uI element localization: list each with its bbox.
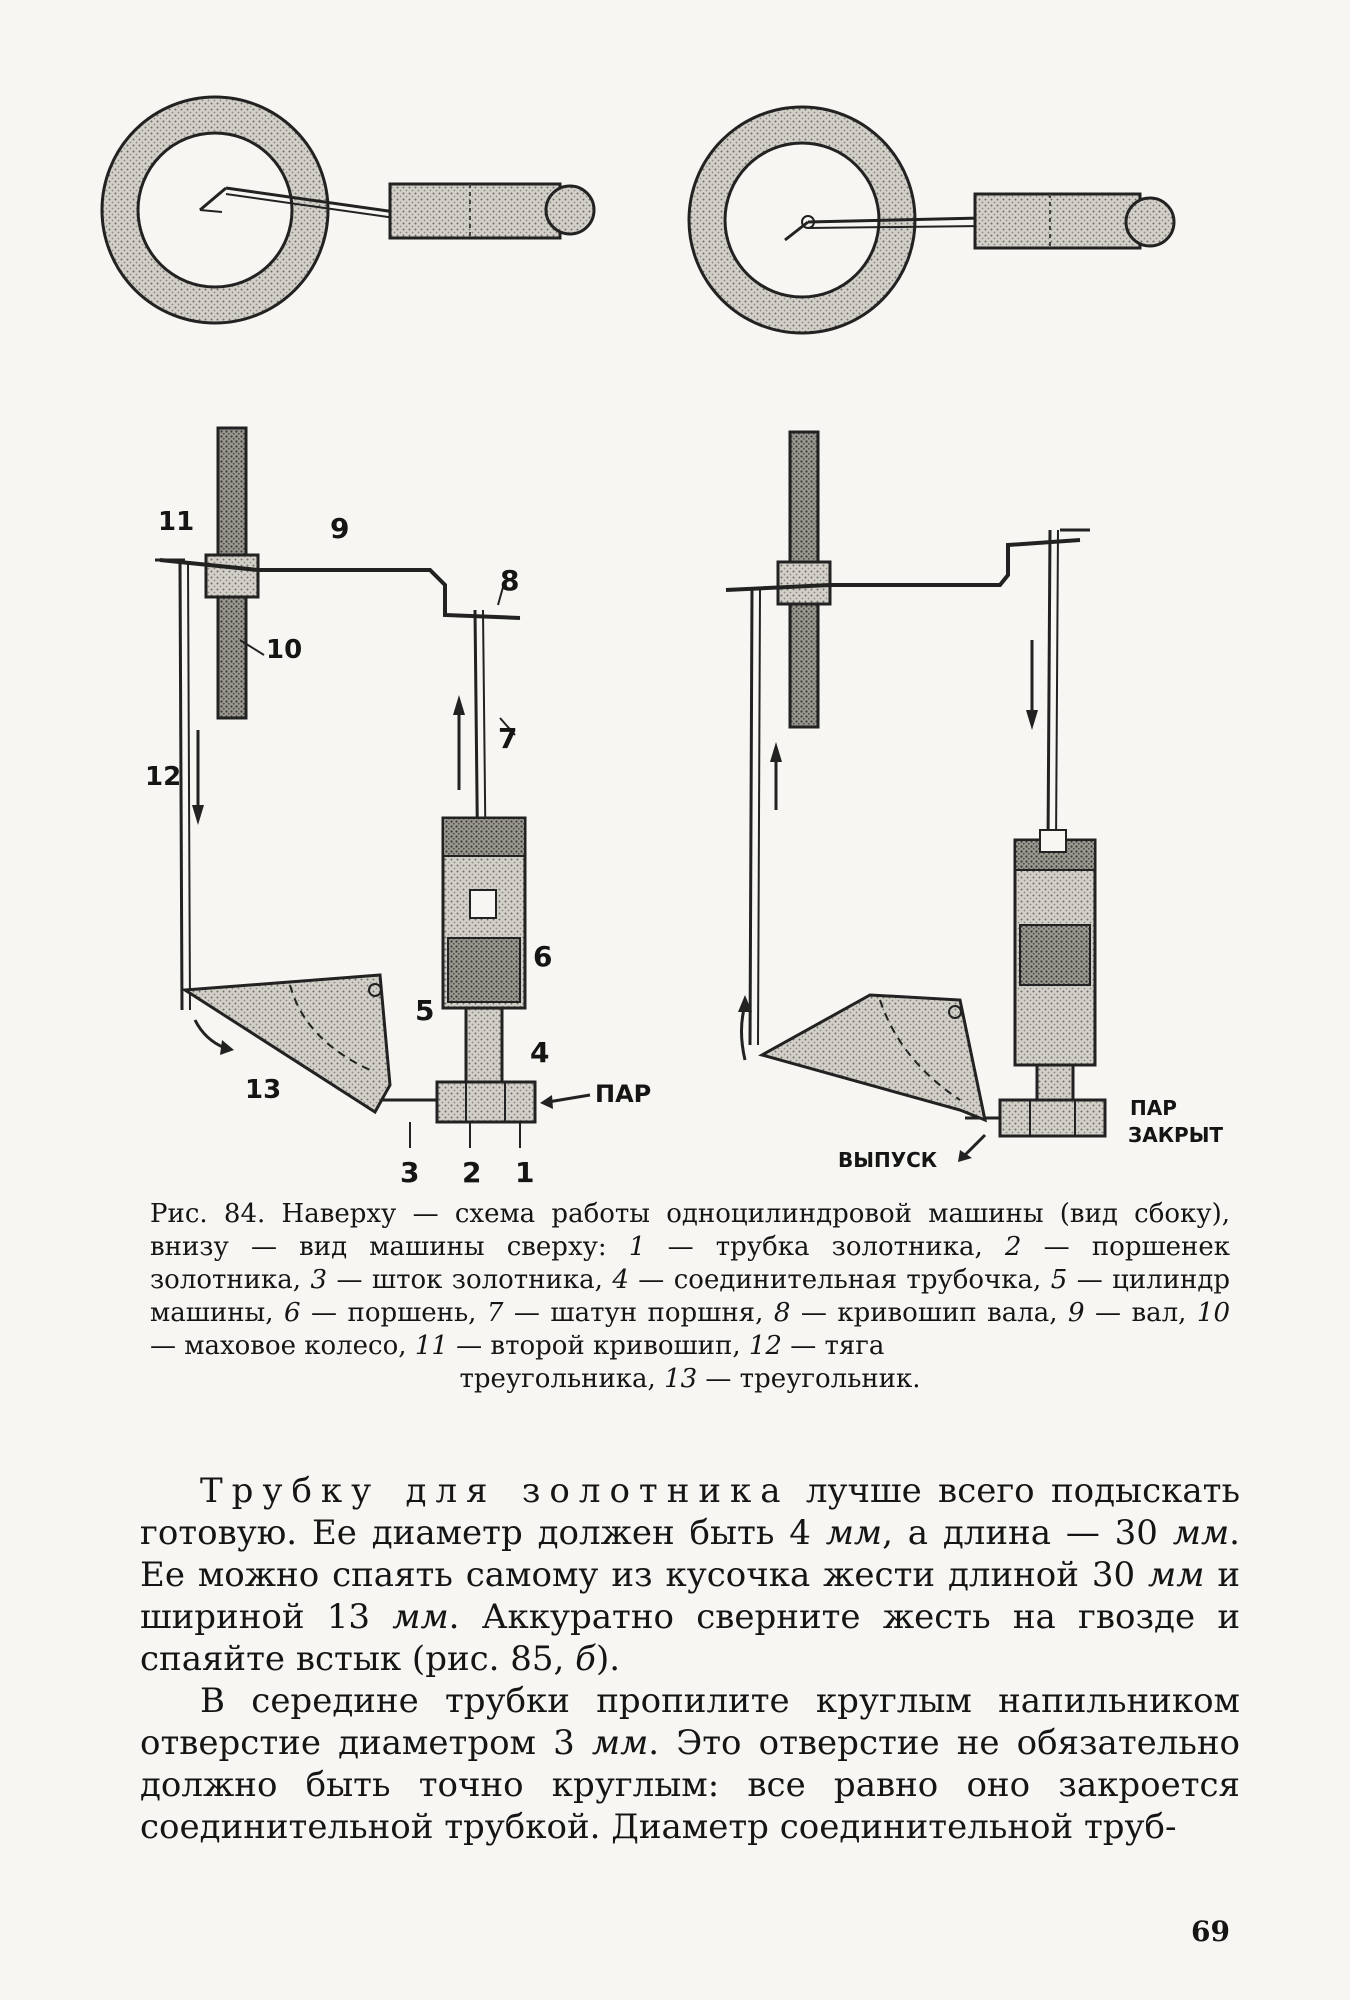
- caption-num: 11: [414, 1331, 448, 1361]
- label-7: 7: [498, 722, 517, 755]
- bottom-left-top-view: [155, 426, 591, 1148]
- text-run: . Аккуратно сверните жесть на гвозде и с…: [140, 1597, 1240, 1679]
- flywheel-hub: [204, 553, 260, 599]
- shaft: [159, 558, 521, 620]
- unit: мм: [1148, 1555, 1205, 1595]
- flywheel-rim: [102, 97, 328, 323]
- arrow-13: [193, 1019, 226, 1050]
- unit: мм: [825, 1513, 883, 1553]
- text-run: . Это отверстие не обязательно должно бы…: [140, 1723, 1240, 1847]
- label-10: 10: [266, 635, 302, 665]
- top-right-side-view: [687, 105, 1176, 335]
- bottom-right-top-view: [725, 430, 1107, 1162]
- unit: мм: [1172, 1513, 1230, 1553]
- caption-num: 7: [486, 1298, 504, 1328]
- caption-num: 10: [1196, 1298, 1231, 1328]
- text-run: и шириной 13: [140, 1555, 1240, 1637]
- spaced-term: Трубку для золотника: [200, 1471, 790, 1511]
- label-steam: ПАР: [595, 1080, 651, 1108]
- caption-item: — соединительная трубочка,: [628, 1265, 1051, 1295]
- caption-num: 8: [773, 1298, 791, 1328]
- caption-num: 5: [1050, 1265, 1068, 1295]
- caption-item: — маховое колесо,: [150, 1331, 415, 1361]
- figure-caption: Рис. 84. Наверху — схема работы одноцили…: [150, 1198, 1230, 1396]
- caption-num: 13: [664, 1364, 698, 1394]
- caption-item: — кривошип вала,: [790, 1298, 1069, 1328]
- caption-item: — вал,: [1084, 1298, 1197, 1328]
- top-left-side-view: [100, 95, 596, 325]
- caption-num: 2: [1004, 1232, 1022, 1262]
- caption-num: 9: [1068, 1298, 1085, 1328]
- caption-num: 3: [310, 1265, 328, 1295]
- caption-num: 4: [612, 1265, 629, 1295]
- triangle-13: [180, 973, 392, 1115]
- text-run: ).: [595, 1639, 621, 1679]
- rod-12: [178, 561, 184, 1011]
- text-run: , а длина — 30: [882, 1513, 1173, 1553]
- caption-item: — шток золотника,: [327, 1265, 613, 1295]
- valve-tube-1: [435, 1080, 537, 1124]
- flywheel-rim-inner: [136, 131, 294, 289]
- caption-item: — поршень,: [300, 1298, 487, 1328]
- label-9: 9: [330, 512, 349, 545]
- caption-item: — поршенек золотника,: [150, 1232, 1230, 1295]
- text-run: лучше всего подыскать готовую. Ее диамет…: [140, 1471, 1240, 1553]
- connecting-rod-2: [225, 193, 396, 219]
- label-6: 6: [533, 940, 552, 973]
- label-13: 13: [245, 1075, 281, 1105]
- figure-84: 11 9 8 10 12 7 6 5 4 13 ПАР 3 2 1: [100, 95, 1223, 1189]
- label-steam-closed-1: ПАР: [1130, 1096, 1177, 1120]
- paragraph-2: В середине трубки пропилите круглым напи…: [140, 1680, 1240, 1848]
- caption-item: — второй кривошип,: [447, 1331, 749, 1361]
- label-4: 4: [530, 1036, 549, 1069]
- steam-arrow: [547, 1093, 591, 1104]
- caption-item: треугольника,: [459, 1364, 665, 1394]
- label-1: 1: [515, 1156, 534, 1189]
- body-text: Трубку для золотника лучше всего подыска…: [140, 1470, 1240, 1848]
- crank: [199, 186, 227, 212]
- label-3: 3: [400, 1156, 419, 1189]
- label-11: 11: [158, 507, 194, 537]
- unit: мм: [591, 1723, 649, 1763]
- label-2: 2: [462, 1156, 481, 1189]
- caption-last-line: треугольника, 13 — треугольник.: [150, 1363, 1230, 1396]
- caption-num: 1: [628, 1232, 646, 1262]
- cylinder: [388, 182, 562, 240]
- label-8: 8: [500, 564, 519, 597]
- page-number: 69: [1191, 1915, 1230, 1948]
- text-run: В середине трубки пропилите круглым напи…: [140, 1681, 1240, 1763]
- crank: [784, 220, 809, 242]
- connecting-rod: [225, 186, 396, 214]
- label-exhaust: ВЫПУСК: [838, 1148, 938, 1172]
- caption-num: 12: [748, 1331, 782, 1361]
- piston-6: [447, 937, 521, 1003]
- label-5: 5: [415, 994, 434, 1027]
- label-steam-closed-2: ЗАКРЫТ: [1128, 1123, 1223, 1147]
- label-12: 12: [145, 762, 181, 792]
- caption-item: — треугольник.: [697, 1364, 921, 1394]
- caption-item: — цилиндр машины,: [150, 1265, 1231, 1328]
- caption-lead: Рис. 84. Наверху — схема работы одноцили…: [150, 1199, 1230, 1262]
- caption-num: 6: [284, 1298, 301, 1328]
- caption-item: — трубка золотника,: [645, 1232, 1005, 1262]
- caption-item: — шатун поршня,: [503, 1298, 774, 1328]
- caption-item: — тяга: [781, 1331, 885, 1361]
- boiler-end: [544, 184, 596, 236]
- flywheel-rim-outline: [100, 95, 330, 325]
- paragraph-1: Трубку для золотника лучше всего подыска…: [140, 1470, 1240, 1680]
- text-run: . Ее можно спаять самому из кусочка жест…: [140, 1513, 1240, 1595]
- figure-ref: б: [575, 1639, 596, 1679]
- connecting-tube-4: [464, 1006, 504, 1088]
- unit: мм: [392, 1597, 449, 1637]
